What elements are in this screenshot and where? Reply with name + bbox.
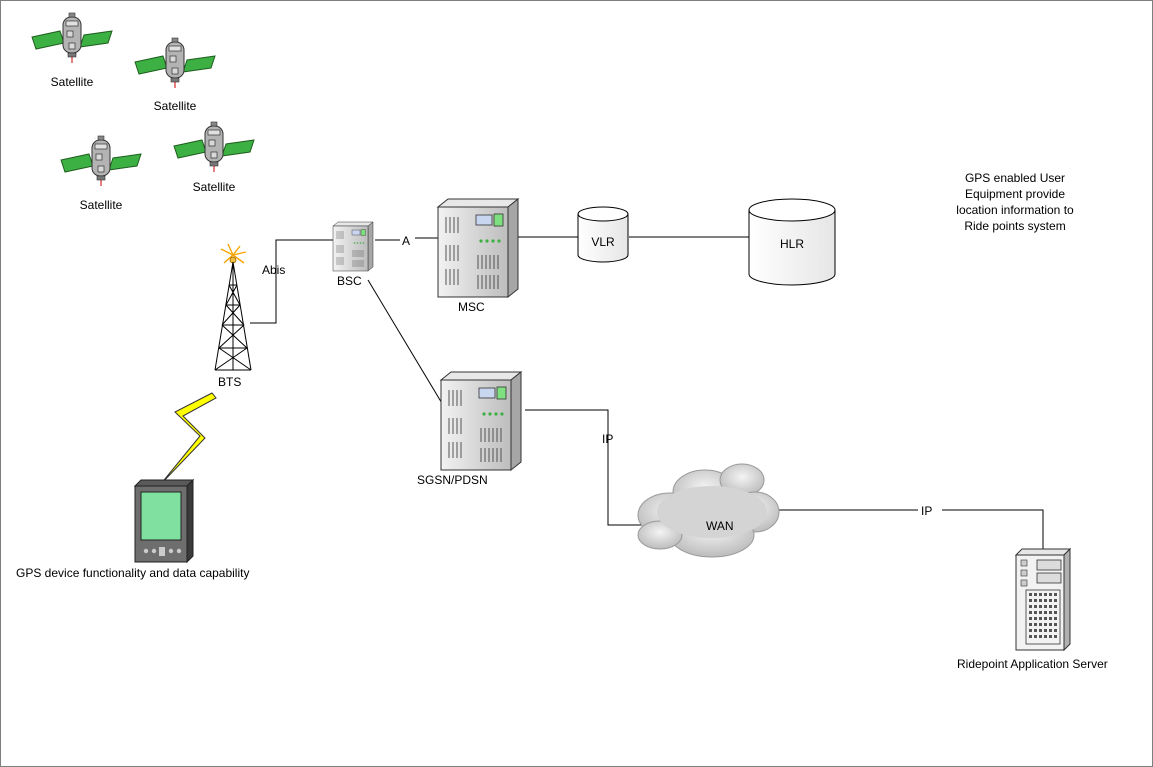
- sgsn-wan-link: [525, 409, 645, 526]
- bsc-switch-icon: [332, 221, 374, 272]
- ridepoint-server: Ridepoint Application Server: [957, 547, 1108, 671]
- note-line: Equipment provide: [964, 187, 1066, 201]
- bts-label: BTS: [218, 375, 241, 389]
- app-server-label: Ridepoint Application Server: [957, 657, 1108, 671]
- database-cylinder-icon: [748, 210, 836, 286]
- gps-device: GPS device functionality and data capabi…: [16, 478, 249, 580]
- bsc-label: BSC: [337, 274, 362, 288]
- note-line: location information to: [956, 203, 1074, 217]
- ip-label-1: IP: [602, 432, 613, 446]
- satellite-label: Satellite: [193, 180, 236, 194]
- satellite-4: Satellite: [173, 121, 255, 194]
- satellite-2: Satellite: [134, 37, 216, 113]
- wan-label: WAN: [706, 519, 734, 533]
- satellite-label: Satellite: [80, 198, 123, 212]
- cell-tower-icon: [214, 243, 252, 371]
- bsc-node: [332, 221, 374, 272]
- msc-node: [437, 198, 519, 298]
- server-cabinet-icon: [440, 371, 522, 471]
- database-cylinder-icon: [577, 214, 629, 263]
- tower-server-icon: [1014, 547, 1072, 652]
- satellite-label: Satellite: [51, 75, 94, 89]
- ip-server-link: [942, 509, 1044, 555]
- satellite-label: Satellite: [154, 99, 197, 113]
- abis-link: [250, 239, 338, 324]
- msc-label: MSC: [458, 300, 485, 314]
- satellite-icon: [173, 121, 255, 173]
- sgsn-pdsn-label: SGSN/PDSN: [417, 473, 488, 487]
- a-link-label: A: [402, 234, 410, 248]
- satellite-1: Satellite: [31, 12, 113, 89]
- note-line: GPS enabled User: [964, 171, 1066, 185]
- bts-tower: BTS: [214, 243, 252, 389]
- satellite-icon: [134, 37, 216, 89]
- bsc-sgsn-link: [367, 279, 444, 406]
- pda-icon: [133, 478, 195, 564]
- lightning-bolt-icon: [159, 392, 217, 486]
- satellite-icon: [31, 12, 113, 64]
- vlr-label: VLR: [591, 235, 615, 249]
- hlr-database: HLR: [748, 198, 836, 286]
- gps-device-label: GPS device functionality and data capabi…: [16, 566, 249, 580]
- wan-cloud: WAN: [637, 463, 780, 558]
- ip-label-2: IP: [921, 504, 932, 518]
- satellite-3: Satellite: [60, 135, 142, 212]
- note-line: Ride points system: [964, 219, 1066, 233]
- hlr-label: HLR: [780, 237, 804, 251]
- server-cabinet-icon: [437, 198, 519, 298]
- vlr-database: VLR: [577, 206, 629, 263]
- sgsn-pdsn-node: [440, 371, 522, 471]
- satellite-icon: [60, 135, 142, 187]
- gps-note: GPS enabled User Equipment provide locat…: [920, 170, 1110, 234]
- abis-label: Abis: [262, 263, 285, 277]
